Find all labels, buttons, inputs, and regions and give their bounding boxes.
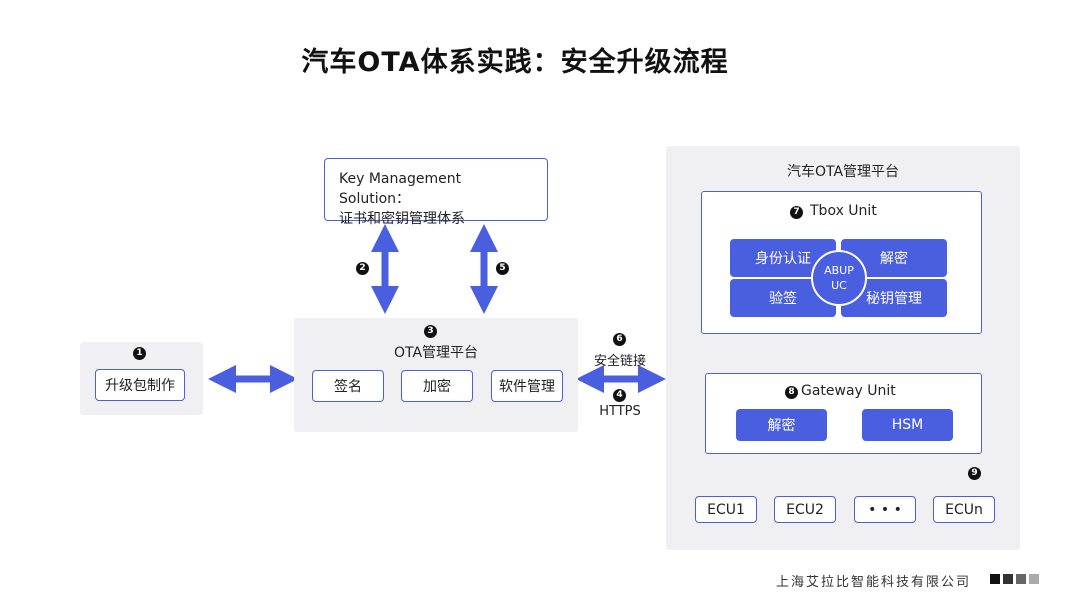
- footer-logo-squares: [990, 574, 1039, 584]
- abup-label: ABUP: [824, 264, 854, 277]
- tbox-title: Tbox Unit: [810, 203, 877, 219]
- step-num-7: 7: [790, 206, 803, 219]
- software-manage-box: 软件管理: [491, 370, 563, 402]
- logo-square-icon: [1016, 574, 1026, 584]
- step-num-3: 3: [424, 325, 437, 338]
- https-label: HTTPS: [599, 404, 641, 419]
- step-num-9: 9: [968, 467, 981, 480]
- step-num-8: 8: [785, 386, 798, 399]
- kms-box: Key Management Solution： 证书和密钥管理体系: [324, 158, 548, 227]
- ecun-box: ECUn: [933, 496, 995, 523]
- abup-uc-circle: ABUP UC: [811, 250, 867, 306]
- ecu-ellipsis-box: • • •: [854, 496, 916, 523]
- step-num-1: 1: [133, 347, 146, 360]
- uc-label: UC: [831, 279, 847, 292]
- ota-center-title: OTA管理平台: [393, 345, 479, 361]
- kms-line1: Key Management Solution：: [339, 171, 462, 207]
- secure-link-label: 安全链接: [593, 354, 646, 369]
- kms-line2: 证书和密钥管理体系: [339, 211, 465, 227]
- step-num-2: 2: [356, 262, 369, 275]
- page-title: 汽车OTA体系实践：安全升级流程: [301, 47, 729, 78]
- vehicle-ota-title: 汽车OTA管理平台: [786, 164, 900, 180]
- step-num-5: 5: [496, 262, 509, 275]
- ecu1-box: ECU1: [695, 496, 757, 523]
- company-footer: 上海艾拉比智能科技有限公司: [776, 575, 972, 590]
- encrypt-box: 加密: [401, 370, 473, 402]
- gateway-title: Gateway Unit: [801, 383, 896, 399]
- step-num-4: 4: [613, 389, 626, 402]
- step-num-6: 6: [613, 333, 626, 346]
- logo-square-icon: [990, 574, 1000, 584]
- ecu2-box: ECU2: [774, 496, 836, 523]
- hsm-box: HSM: [862, 409, 953, 441]
- gateway-decrypt-box: 解密: [736, 409, 827, 441]
- package-build-box: 升级包制作: [95, 369, 185, 401]
- logo-square-icon: [1003, 574, 1013, 584]
- logo-square-icon: [1029, 574, 1039, 584]
- key-manage-cell: 秘钥管理: [841, 279, 947, 317]
- sign-box: 签名: [312, 370, 384, 402]
